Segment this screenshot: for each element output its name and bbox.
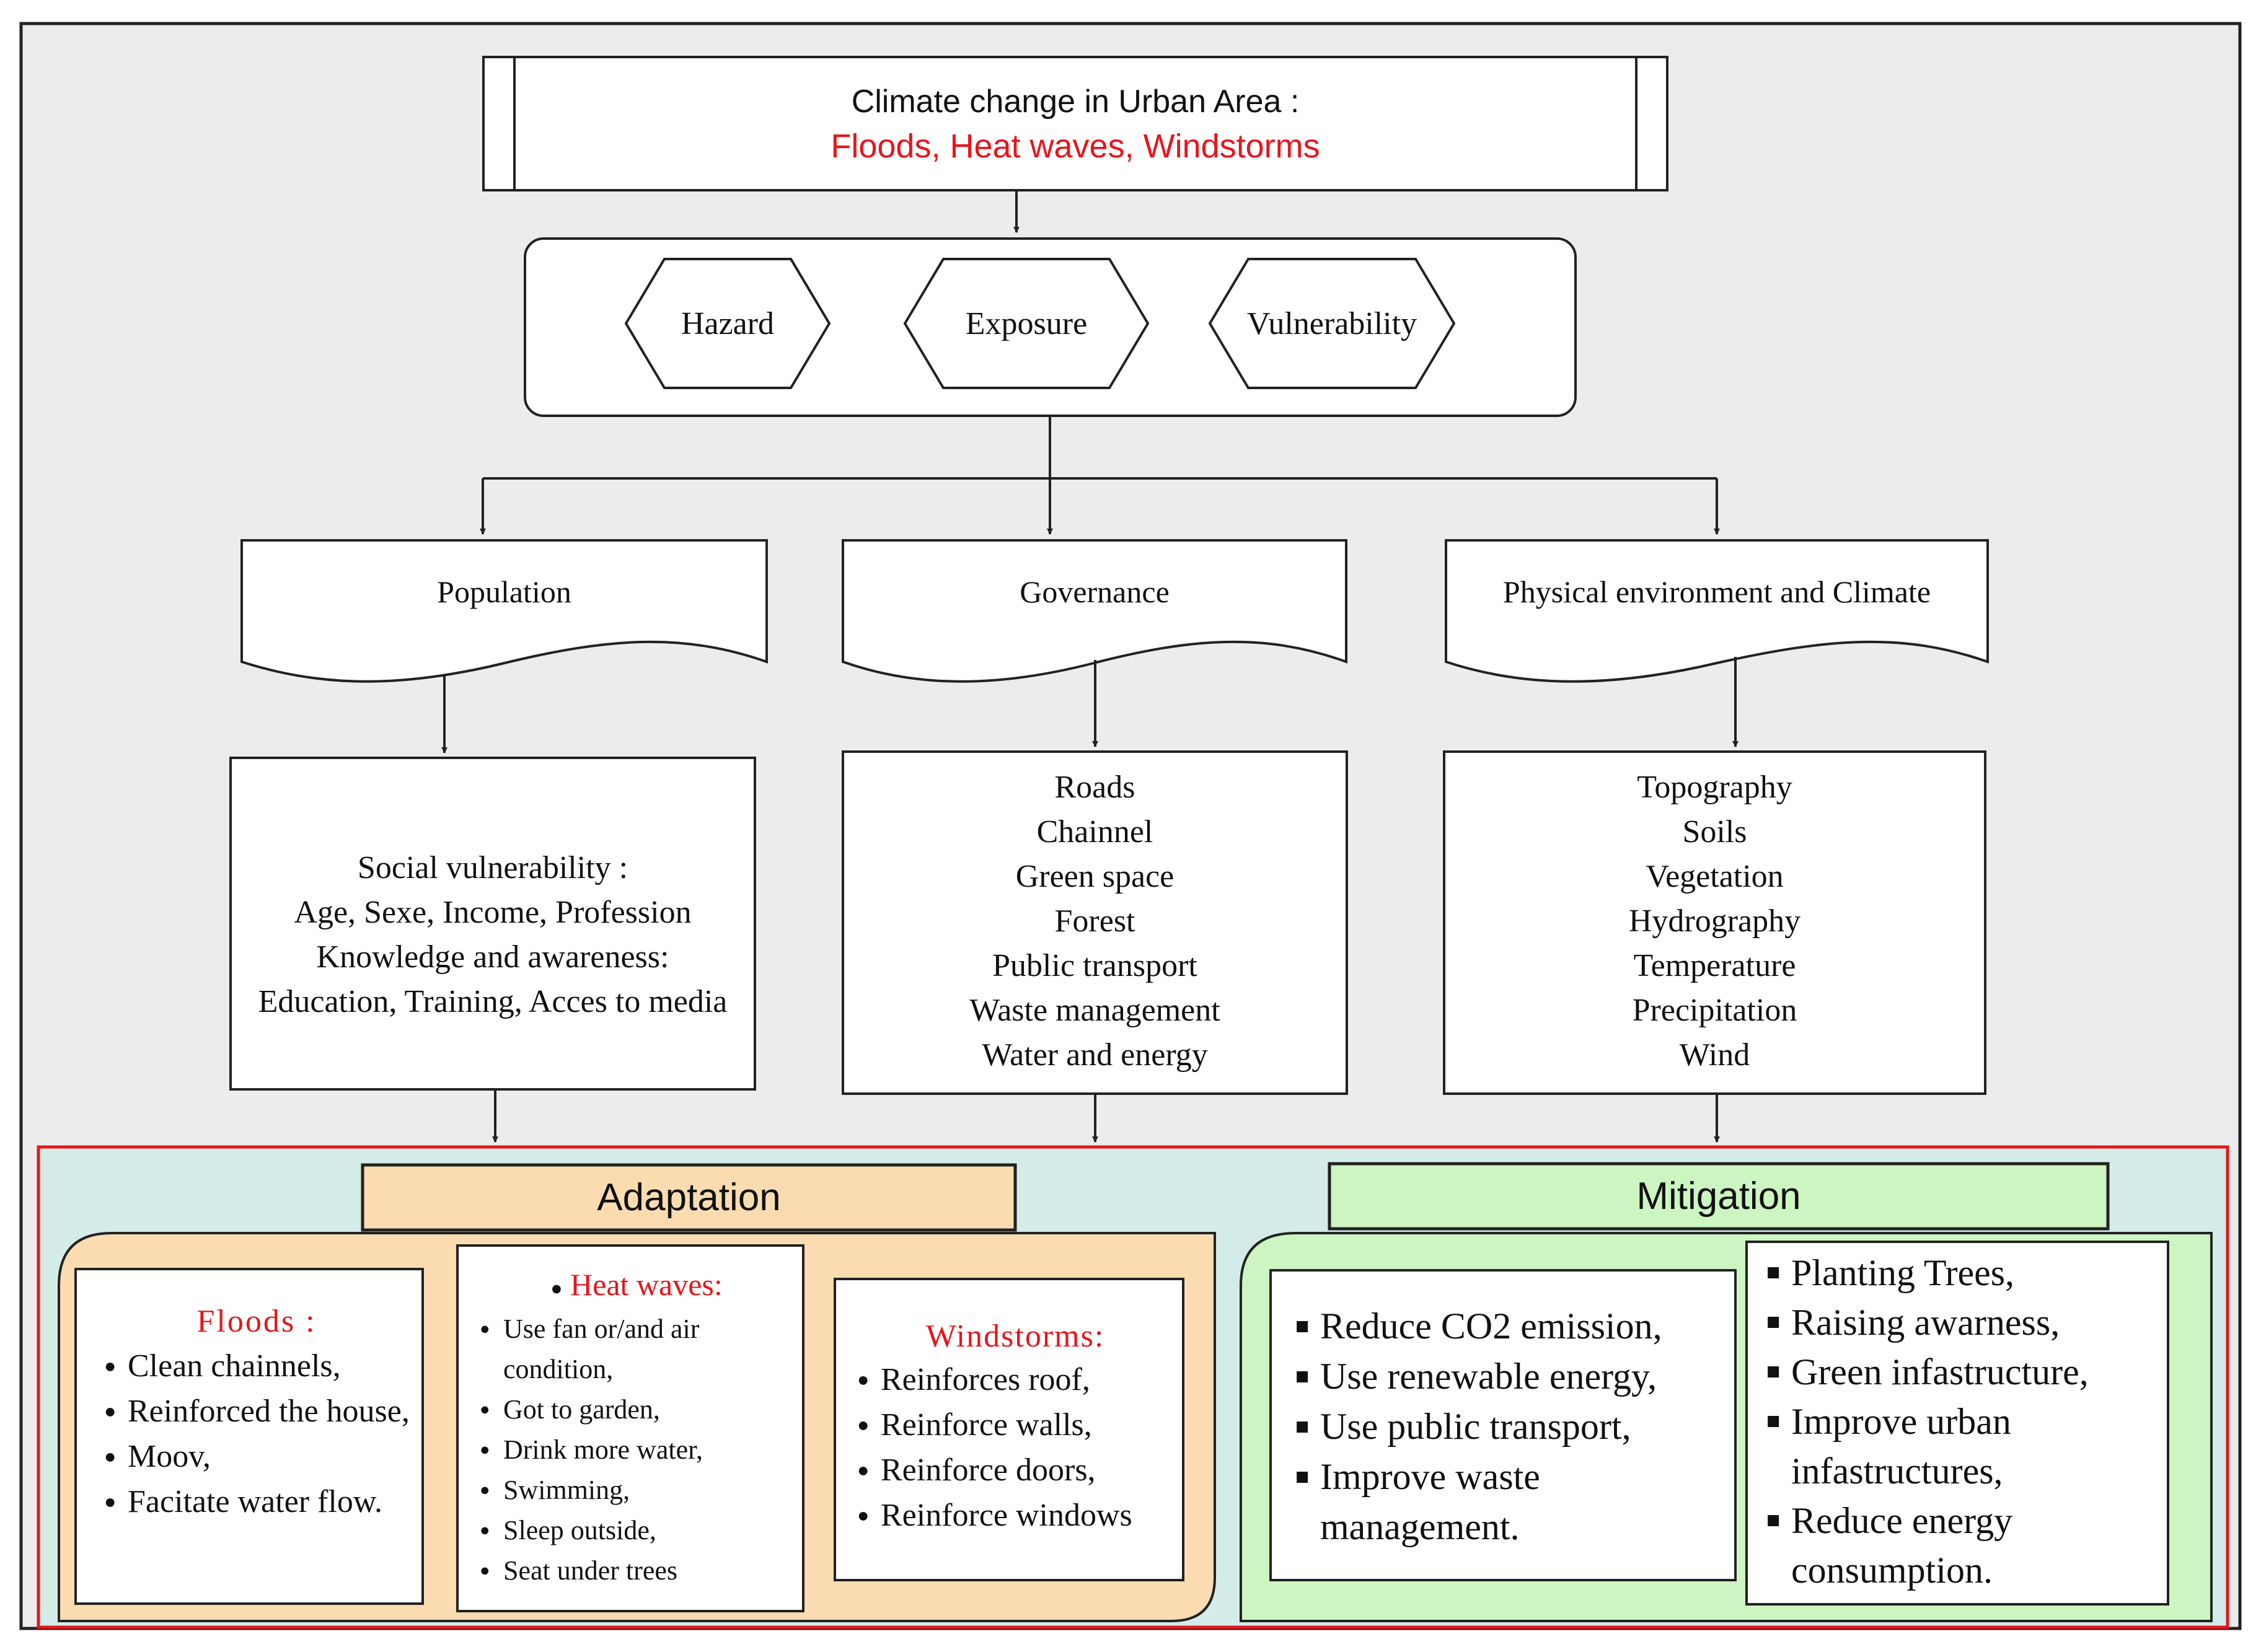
floods-item: Clean chainnels, <box>100 1343 413 1389</box>
population-heading: Population <box>437 574 571 609</box>
vulnerability-hexagon <box>1208 258 1456 389</box>
mitigation-item: Green infastructure, <box>1764 1347 2161 1397</box>
heat-title: Heat waves: <box>570 1267 723 1302</box>
adaptation-label: Adaptation <box>597 1176 781 1219</box>
mitigation-label-shape <box>1328 1162 2110 1231</box>
top-title: Climate change in Urban Area : <box>851 83 1300 120</box>
wind-item: Reinforce walls, <box>853 1402 1177 1448</box>
population-detail: Social vulnerability : Age, Sexe, Income… <box>231 758 755 1024</box>
wind-item: Reinforce doors, <box>853 1448 1177 1493</box>
mitigation-item: Use public transport, <box>1293 1402 1728 1452</box>
hazard-hexagon <box>624 258 831 389</box>
heat-item: Swimming, <box>476 1470 797 1510</box>
physical-line: Topography <box>1637 770 1792 805</box>
mitigation-label: Mitigation <box>1636 1175 1801 1218</box>
mitigation-right-list: Planting Trees, Raising awarness, Green … <box>1764 1248 2161 1595</box>
heat-list: Use fan or/and air condition, Got to gar… <box>476 1309 797 1591</box>
mitigation-right-box: Planting Trees, Raising awarness, Green … <box>1747 1242 2168 1604</box>
population-line: Education, Training, Acces to media <box>258 984 728 1019</box>
population-line: Social vulnerability : <box>357 850 628 885</box>
floods-list: Clean chainnels, Reinforced the house, M… <box>100 1343 413 1524</box>
mitigation-item: Use renewable energy, <box>1293 1351 1728 1402</box>
vulnerability-label: Vulnerability <box>1246 305 1417 341</box>
wind-item: Reinforces roof, <box>853 1357 1177 1402</box>
mitigation-item: Improve urban infastructures, <box>1764 1397 2161 1496</box>
heat-item: Seat under trees <box>476 1550 797 1591</box>
adaptation-label-shape <box>361 1163 1017 1232</box>
physical-detail: Topography Soils Vegetation Hydrography … <box>1444 765 1985 1087</box>
physical-line: Temperature <box>1633 948 1796 983</box>
governance-detail: Roads Chainnel Green space Forest Public… <box>843 765 1347 1087</box>
top-box-shape <box>482 56 1668 191</box>
mitigation-item: Reduce energy consumption. <box>1764 1496 2161 1595</box>
floods-item: Moov, <box>100 1434 413 1479</box>
governance-line: Waste management <box>969 993 1220 1028</box>
population-line: Age, Sexe, Income, Profession <box>294 895 692 930</box>
population-doc-shape <box>240 539 768 683</box>
exposure-hexagon <box>903 258 1150 389</box>
physical-line: Hydrography <box>1628 903 1801 939</box>
wind-list: Reinforces roof, Reinforce walls, Reinfo… <box>853 1357 1177 1538</box>
heat-title-row: ● Heat waves: <box>550 1267 723 1302</box>
floods-title: Floods : <box>196 1304 317 1339</box>
wind-box: Windstorms: Reinforces roof, Reinforce w… <box>835 1279 1183 1580</box>
wind-item: Reinforce windows <box>853 1493 1177 1538</box>
physical-doc-shape <box>1445 539 1989 683</box>
population-line: Knowledge and awareness: <box>316 939 669 975</box>
exposure-label: Exposure <box>965 305 1088 341</box>
governance-line: Public transport <box>992 948 1197 983</box>
mitigation-left-list: Reduce CO2 emission, Use renewable energ… <box>1293 1301 1728 1552</box>
floods-item: Reinforced the house, <box>100 1389 413 1434</box>
mitigation-item: Raising awarness, <box>1764 1298 2161 1347</box>
branch-connectors <box>480 416 1720 535</box>
heat-item: Drink more water, <box>476 1430 797 1470</box>
governance-heading: Governance <box>1020 574 1170 609</box>
physical-line: Soils <box>1682 814 1747 850</box>
mitigation-item: Planting Trees, <box>1764 1248 2161 1298</box>
physical-line: Precipitation <box>1632 993 1797 1028</box>
heat-item: Got to garden, <box>476 1389 797 1430</box>
doc-to-box-connectors <box>441 657 1739 754</box>
governance-line: Forest <box>1054 903 1135 939</box>
hazard-label: Hazard <box>681 305 775 341</box>
governance-line: Chainnel <box>1036 814 1153 850</box>
physical-line: Vegetation <box>1646 859 1784 894</box>
governance-line: Water and energy <box>982 1037 1208 1073</box>
top-subtitle: Floods, Heat waves, Windstorms <box>831 127 1320 165</box>
governance-detail-shape <box>842 750 1348 1095</box>
governance-line: Roads <box>1054 770 1135 805</box>
floods-box: Floods : Clean chainnels, Reinforced the… <box>76 1269 423 1604</box>
wind-title: Windstorms: <box>925 1319 1105 1354</box>
floods-item: Facitate water flow. <box>100 1479 413 1524</box>
physical-detail-shape <box>1443 750 1986 1095</box>
mitigation-item: Improve waste management. <box>1293 1452 1728 1552</box>
heat-box: ● Heat waves: Use fan or/and air conditi… <box>457 1246 803 1611</box>
heat-item: Use fan or/and air condition, <box>476 1309 797 1389</box>
physical-line: Wind <box>1679 1037 1750 1073</box>
top-box: Climate change in Urban Area : Floods, H… <box>518 57 1633 190</box>
heat-item: Sleep outside, <box>476 1510 797 1550</box>
physical-heading: Physical environment and Climate <box>1502 574 1931 609</box>
mitigation-left-box: Reduce CO2 emission, Use renewable energ… <box>1271 1270 1735 1580</box>
population-detail-shape <box>229 757 756 1091</box>
mitigation-item: Reduce CO2 emission, <box>1293 1301 1728 1351</box>
governance-line: Green space <box>1015 859 1175 894</box>
box-to-response-connectors <box>492 1089 1720 1143</box>
